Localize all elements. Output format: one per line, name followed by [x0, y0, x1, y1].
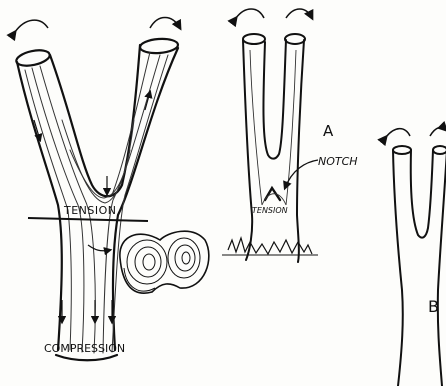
- twist-arrows-middle: [236, 9, 312, 18]
- right-right-branch-top: [433, 146, 446, 154]
- label-a: A: [323, 122, 334, 140]
- middle-grain: [250, 50, 296, 205]
- right-twist-arrow: [150, 18, 180, 29]
- cross-section: [120, 231, 209, 293]
- label-tension-small: TENSION: [252, 206, 288, 215]
- label-compression: COMPRESSION: [44, 342, 125, 355]
- right-left-branch-top: [393, 146, 411, 154]
- section-cut-line: [28, 218, 148, 221]
- middle-right-branch-top: [285, 34, 305, 44]
- label-tension-main: TENSION: [63, 204, 117, 217]
- fork-left: [15, 38, 179, 361]
- label-b: B: [428, 297, 439, 316]
- fork-left-outline: [17, 45, 178, 350]
- fork-right: [393, 146, 446, 386]
- grain-lines: [25, 52, 168, 353]
- twist-arrows-right: [386, 128, 446, 137]
- middle-left-branch-top: [243, 34, 265, 44]
- left-branch-cut-top: [15, 48, 51, 69]
- label-notch: NOTCH: [318, 155, 358, 168]
- right-branch-cut-top: [140, 38, 179, 55]
- twist-arrows-left: [15, 18, 180, 33]
- left-twist-arrow: [15, 20, 48, 32]
